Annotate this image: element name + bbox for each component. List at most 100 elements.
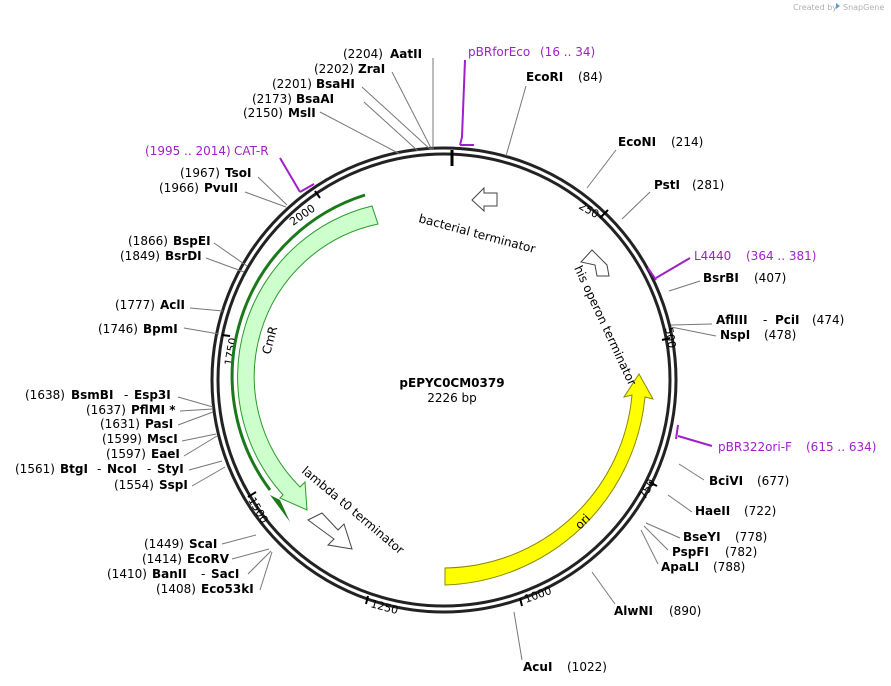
pcii-name[interactable]: PciI — [775, 313, 800, 327]
cmr-label: CmR — [259, 325, 280, 356]
msli-name[interactable]: MslI — [288, 106, 316, 120]
leader-bcivi — [678, 463, 705, 481]
snapgene-credit: Created by SnapGene — [793, 3, 884, 12]
leader-tsoi — [257, 176, 288, 206]
eco53ki-name[interactable]: Eco53kI — [201, 582, 254, 596]
cmr-line — [230, 193, 366, 491]
leader-bseyi — [645, 522, 681, 539]
nspi-name[interactable]: NspI — [720, 328, 750, 342]
leader-pvuii — [244, 191, 287, 208]
cat-r-name[interactable]: CAT-R — [234, 144, 269, 158]
pbrforeco-name[interactable]: pBRforEco — [468, 45, 530, 59]
leader-bsahi — [361, 86, 432, 151]
acui-pos: (1022) — [567, 660, 607, 674]
bsrbi-name[interactable]: BsrBI — [703, 271, 739, 285]
bpmi-pos: (1746) — [98, 322, 138, 336]
leader-psti — [621, 191, 651, 220]
his-terminator-label: his operon terminator — [571, 263, 639, 387]
banii-name[interactable]: BanII — [152, 567, 187, 581]
msci-name[interactable]: MscI — [147, 432, 178, 446]
leader-afliii — [670, 323, 713, 326]
pbr322ori-name[interactable]: pBR322ori-F — [718, 440, 792, 454]
tick-label-1000: 1000 — [523, 584, 554, 606]
saci-name[interactable]: SacI — [211, 567, 239, 581]
pflmi-name[interactable]: PflMI * — [131, 403, 176, 417]
psti-name[interactable]: PstI — [654, 178, 680, 192]
apali-name[interactable]: ApaLI — [661, 560, 699, 574]
bsrbi-pos: (407) — [754, 271, 786, 285]
ncoi-name[interactable]: NcoI — [107, 462, 137, 476]
econi-name[interactable]: EcoNI — [618, 135, 656, 149]
backbone-inner-ring — [216, 152, 672, 608]
l4440-primer-mark — [647, 257, 691, 281]
acli-name[interactable]: AclI — [160, 298, 185, 312]
bsmbi-separator: - — [124, 388, 128, 402]
tsoi-name[interactable]: TsoI — [225, 166, 251, 180]
pspfi-name[interactable]: PspFI — [672, 545, 709, 559]
bsmbi-name[interactable]: BsmBI — [71, 388, 113, 402]
styi-name[interactable]: StyI — [157, 462, 184, 476]
esp3i-name[interactable]: Esp3I — [134, 388, 171, 402]
bsahi-pos: (2201) — [272, 77, 312, 91]
bsaai-name[interactable]: BsaAI — [296, 92, 334, 106]
tick-mark-1000 — [519, 597, 523, 607]
bcivi-name[interactable]: BciVI — [709, 474, 743, 488]
bseyi-name[interactable]: BseYI — [683, 530, 721, 544]
leader-bsrbi — [668, 280, 701, 292]
sspi-name[interactable]: SspI — [159, 478, 188, 492]
pvuii-name[interactable]: PvuII — [204, 181, 238, 195]
bpmi-name[interactable]: BpmI — [143, 322, 178, 336]
acui-name[interactable]: AcuI — [523, 660, 552, 674]
ori-feature[interactable] — [444, 373, 655, 586]
bsrdi-name[interactable]: BsrDI — [165, 249, 202, 263]
zrai-pos: (2202) — [314, 62, 354, 76]
haeii-name[interactable]: HaeII — [695, 504, 730, 518]
site-labels: (2204) AatII (2202) ZraI (2201) BsaHI (2… — [15, 47, 844, 674]
afliii-name[interactable]: AflIII — [716, 313, 748, 327]
ecori-name[interactable]: EcoRI — [526, 70, 563, 84]
plasmid-title: pEPYC0CM0379 2226 bp — [399, 376, 504, 405]
leader-pflmi — [179, 408, 214, 412]
aatii-name[interactable]: AatII — [390, 47, 422, 61]
l4440-range: (364 .. 381) — [746, 249, 816, 263]
pspfi-pos: (782) — [725, 545, 757, 559]
scai-name[interactable]: ScaI — [189, 537, 217, 551]
lambda-terminator-label: lambda t0 terminator — [299, 464, 407, 557]
leader-zrai — [391, 71, 433, 151]
btgi-name[interactable]: BtgI — [60, 462, 88, 476]
leader-btgi — [188, 460, 223, 471]
bacterial-terminator-label: bacterial terminator — [417, 211, 537, 256]
leader-bsrdi — [205, 257, 245, 273]
lambda-terminator-arrow — [307, 512, 353, 550]
tick-mark-2000 — [314, 190, 321, 199]
btgi-pos: (1561) — [15, 462, 55, 476]
ncoi-separator: - — [147, 462, 151, 476]
l4440-name[interactable]: L4440 — [694, 249, 731, 263]
leader-acui — [513, 611, 523, 661]
leader-bsaai — [363, 101, 419, 152]
ecorv-name[interactable]: EcoRV — [187, 552, 230, 566]
leader-acli — [189, 307, 224, 312]
leader-haeii — [667, 494, 693, 513]
banii-pos: (1410) — [107, 567, 147, 581]
bspei-name[interactable]: BspEI — [173, 234, 211, 248]
eaei-name[interactable]: EaeI — [151, 447, 180, 461]
backbone — [210, 146, 678, 614]
bacterial-terminator-arrow — [471, 186, 498, 213]
bsaai-pos: (2173) — [252, 92, 292, 106]
zrai-name[interactable]: ZraI — [358, 62, 385, 76]
leader-scai — [221, 534, 257, 545]
plasmid-length: 2226 bp — [427, 391, 477, 405]
sspi-pos: (1554) — [114, 478, 154, 492]
bsahi-name[interactable]: BsaHI — [316, 77, 355, 91]
psti-pos: (281) — [692, 178, 724, 192]
afliii-pos: (474) — [812, 313, 844, 327]
cmr-feature[interactable] — [237, 205, 379, 511]
leader-nspi — [670, 326, 717, 337]
pasi-name[interactable]: PasI — [145, 417, 173, 431]
leader-msci — [181, 433, 217, 442]
tick-label-500: 500 — [662, 326, 678, 349]
eco53ki-pos: (1408) — [156, 582, 196, 596]
eaei-pos: (1597) — [106, 447, 146, 461]
alwni-name[interactable]: AlwNI — [614, 604, 653, 618]
